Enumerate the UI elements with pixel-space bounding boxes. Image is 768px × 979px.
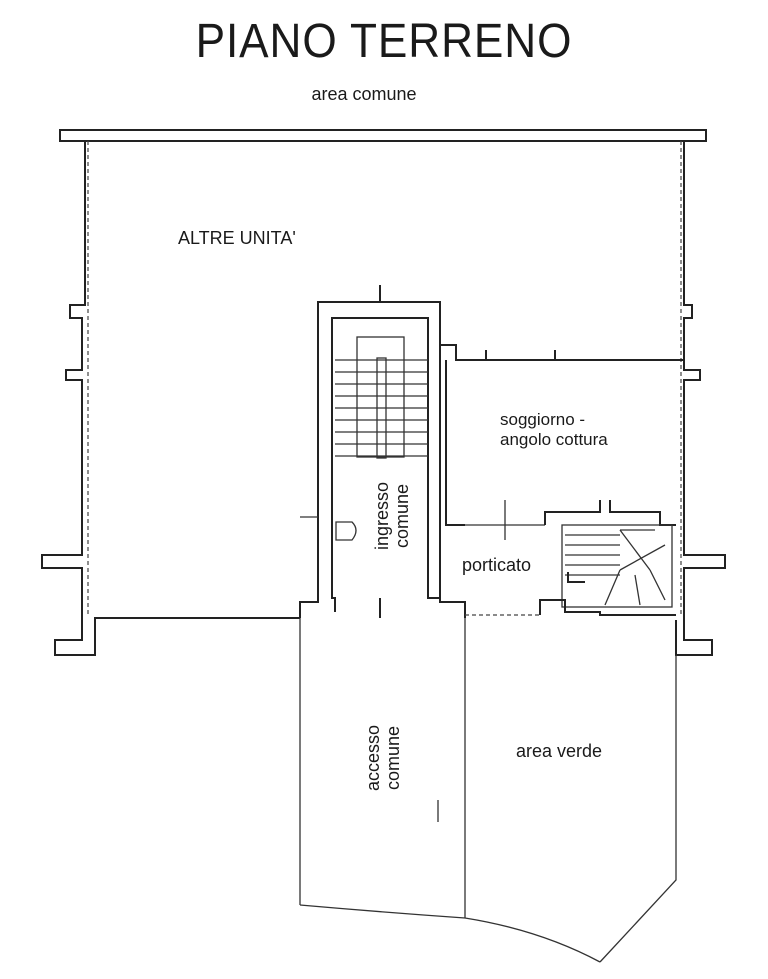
- stair-treads: [335, 359, 428, 457]
- stair-core: [299, 285, 466, 618]
- label-area-comune: area comune: [311, 84, 417, 104]
- label-area-verde: area verde: [516, 741, 603, 761]
- label-accesso-line2: comune: [383, 725, 403, 791]
- label-soggiorno-line2: angolo cottura: [500, 429, 608, 449]
- label-soggiorno-line1: soggiorno -: [500, 410, 586, 429]
- label-porticato: porticato: [462, 555, 532, 575]
- label-accesso-line1: accesso: [363, 724, 384, 792]
- apartment-walls: [440, 344, 684, 616]
- outer-walls: [41, 129, 726, 656]
- label-ingresso-line2: comune: [392, 483, 412, 549]
- label-soggiorno: soggiorno - angolo cottura: [500, 410, 608, 449]
- inner-stair-treads: [565, 529, 666, 606]
- label-altre-unita: ALTRE UNITA': [178, 228, 296, 248]
- label-ingresso-line1: ingresso: [372, 481, 393, 551]
- garden-outline: [299, 618, 677, 963]
- label-accesso-comune: accesso comune: [363, 724, 404, 792]
- page-title: PIANO TERRENO: [195, 15, 573, 68]
- label-ingresso-comune: ingresso comune: [372, 481, 413, 551]
